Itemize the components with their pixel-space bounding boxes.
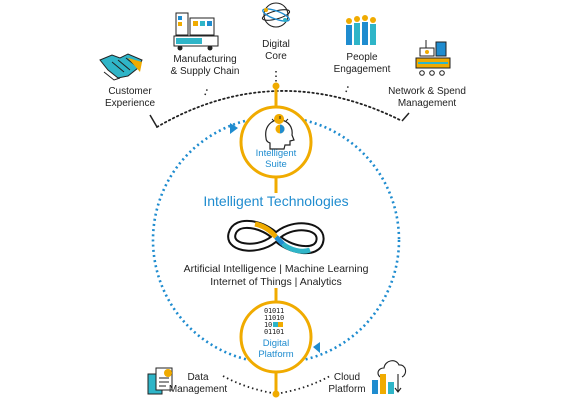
label-data-management: Data Management: [168, 372, 228, 396]
label-line: Cloud: [333, 372, 361, 383]
binary-row: 11010: [264, 314, 285, 322]
head-lightbulb-icon: [265, 114, 295, 150]
bottom-left-dotted-arc: [222, 375, 273, 394]
technologies-line: Internet of Things | Analytics: [210, 276, 342, 288]
label-line: People: [346, 52, 378, 63]
label-line: Digital: [262, 39, 290, 50]
top-dotted-arc: [156, 90, 403, 128]
orange-dot-bottom: [272, 390, 280, 398]
platform-circle: [239, 300, 313, 374]
label-customer-experience: Customer Experience: [100, 86, 160, 110]
handshake-icon: [99, 53, 143, 81]
label-line: Core: [265, 51, 287, 62]
data-document-icon: [147, 367, 173, 395]
binary-row: 01101: [264, 328, 285, 336]
technologies-list: Artificial Intelligence | Machine Learni…: [156, 263, 396, 289]
binary-row-text: 10: [264, 321, 273, 329]
label-people-engagement: People Engagement: [322, 52, 402, 76]
label-line: Manufacturing: [173, 54, 237, 65]
binary-row: 01011: [264, 307, 285, 315]
globe-icon: [261, 2, 291, 28]
label-digital-core: Digital Core: [246, 39, 306, 63]
arrow-head-bottom: [313, 342, 320, 353]
label-line: & Supply Chain: [170, 66, 240, 77]
label-line: Platform: [258, 349, 294, 360]
connector-customer: [149, 114, 158, 128]
label-line: Platform: [328, 384, 366, 395]
binary-data-icon: 01011 11010 10 01101: [264, 308, 284, 336]
label-cloud-platform: Cloud Platform: [322, 372, 372, 396]
label-intelligent-suite: Intelligent Suite: [241, 148, 311, 170]
technologies-title: Intelligent Technologies: [203, 193, 349, 209]
label-line: Customer: [108, 86, 152, 97]
suite-circle: [239, 105, 313, 179]
technologies-line: Artificial Intelligence | Machine Learni…: [183, 263, 369, 275]
binary-row: 10: [264, 322, 284, 329]
label-line: Digital: [262, 338, 290, 349]
label-manufacturing: Manufacturing & Supply Chain: [160, 54, 250, 78]
label-line: Suite: [265, 159, 287, 170]
cloud-platform-icon: [372, 360, 407, 394]
connector-manufacturing: [204, 86, 209, 96]
label-line: Data: [187, 372, 209, 383]
orange-dot-top: [272, 82, 280, 90]
infinity-icon: [227, 219, 325, 255]
label-line: Engagement: [333, 64, 391, 75]
arrow-head-top: [230, 123, 238, 134]
label-line: Management: [397, 98, 457, 109]
label-line: Intelligent: [255, 148, 297, 159]
label-network-spend: Network & Spend Management: [382, 86, 472, 110]
label-line: Management: [168, 384, 228, 395]
label-line: Experience: [104, 98, 156, 109]
factory-truck-icon: [173, 12, 219, 51]
label-line: Network & Spend: [388, 86, 466, 97]
people-icon: [346, 15, 376, 45]
connector-people: [345, 83, 350, 93]
connector-network: [401, 112, 410, 122]
label-digital-platform: Digital Platform: [241, 338, 311, 360]
network-spend-icon: [415, 40, 451, 76]
